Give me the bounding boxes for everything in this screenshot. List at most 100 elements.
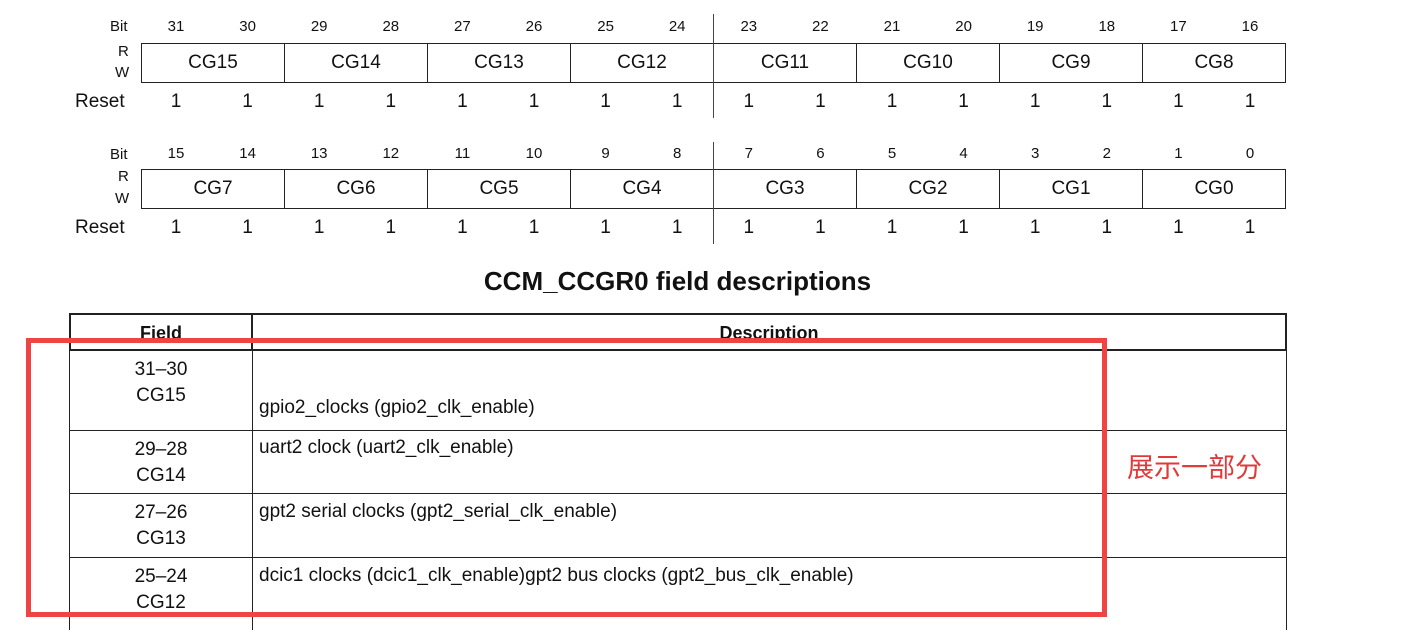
field-cell: 27–26 CG13 — [70, 494, 253, 557]
reset-value: 1 — [815, 217, 826, 238]
description-cell: gpio2_clocks (gpio2_clk_enable) — [253, 351, 1286, 430]
reset-value: 1 — [1029, 91, 1041, 112]
bit-label: Bit — [110, 146, 128, 163]
field-description-table: Field Description 31–30 CG15 gpio2_clock… — [69, 313, 1287, 630]
reset-label: Reset — [75, 91, 125, 112]
field-name: CG12 — [136, 592, 186, 613]
field-cg6: CG6 — [284, 170, 427, 208]
reset-value: 1 — [313, 217, 325, 238]
bit-number: 23 — [740, 18, 758, 35]
table-row: 25–24 CG12 dcic1 clocks (dcic1_clk_enabl… — [69, 558, 1287, 630]
field-cg3: CG3 — [713, 170, 856, 208]
reset-value: 1 — [385, 91, 397, 112]
bit-number: 27 — [454, 18, 471, 35]
bit-number: 6 — [816, 145, 825, 162]
description-cell: uart2 clock (uart2_clk_enable) — [253, 431, 1286, 493]
bit-number: 7 — [744, 145, 753, 162]
bit-number: 31 — [167, 18, 185, 35]
reset-value: 1 — [743, 217, 755, 238]
bit-number: 30 — [239, 18, 256, 35]
table-row: 31–30 CG15 gpio2_clocks (gpio2_clk_enabl… — [69, 351, 1287, 431]
reset-value: 1 — [1244, 91, 1256, 112]
reset-value: 1 — [671, 91, 683, 112]
bit-number: 3 — [1031, 145, 1040, 162]
read-label: R — [118, 43, 129, 60]
field-name: CG15 — [136, 385, 186, 406]
reset-value: 1 — [170, 91, 182, 112]
description-cell: gpt2 serial clocks (gpt2_serial_clk_enab… — [253, 494, 1286, 557]
reset-value: 1 — [1173, 217, 1184, 238]
reset-value: 1 — [1029, 217, 1041, 238]
bit-label: Bit — [110, 18, 128, 35]
field-bits: 31–30 — [134, 359, 188, 380]
field-cell: 25–24 CG12 — [70, 558, 253, 630]
reset-value: 1 — [958, 91, 969, 112]
reset-value: 1 — [528, 217, 540, 238]
reset-value: 1 — [528, 91, 540, 112]
bit-number: 10 — [525, 145, 543, 162]
description-text: dcic1 clocks (dcic1_clk_enable)gpt2 bus … — [259, 565, 854, 586]
field-name: CG14 — [136, 465, 186, 486]
field-cell: 29–28 CG14 — [70, 431, 253, 493]
reset-value: 1 — [671, 217, 683, 238]
bit-number: 19 — [1026, 18, 1044, 35]
write-label: W — [115, 64, 130, 81]
write-label: W — [115, 190, 130, 207]
bit-number: 22 — [812, 18, 829, 35]
field-cg1: CG1 — [999, 170, 1142, 208]
reset-value: 1 — [242, 91, 253, 112]
description-text: uart2 clock (uart2_clk_enable) — [259, 437, 514, 458]
table-row: 27–26 CG13 gpt2 serial clocks (gpt2_seri… — [69, 494, 1287, 558]
reset-value: 1 — [242, 217, 253, 238]
bit-number: 20 — [955, 18, 972, 35]
field-cg10: CG10 — [856, 44, 999, 82]
field-cg12: CG12 — [570, 44, 713, 82]
field-cg13: CG13 — [427, 44, 570, 82]
field-cg15: CG15 — [188, 52, 238, 73]
bit-number: 28 — [382, 18, 400, 35]
field-bits: 29–28 — [134, 439, 188, 460]
reset-value: 1 — [313, 91, 325, 112]
bit-number: 5 — [887, 145, 897, 162]
reset-label: Reset — [75, 217, 125, 238]
bit-number: 2 — [1102, 145, 1111, 162]
field-cell: 31–30 CG15 — [70, 351, 253, 430]
field-cg9: CG9 — [999, 44, 1142, 82]
bit-number: 11 — [454, 145, 471, 162]
reset-value: 1 — [743, 91, 755, 112]
read-label: R — [118, 168, 129, 185]
reset-value: 1 — [457, 217, 468, 238]
bit-number: 15 — [167, 145, 185, 162]
reset-value: 1 — [385, 217, 397, 238]
reset-value: 1 — [886, 217, 898, 238]
reset-value: 1 — [600, 91, 611, 112]
bit-number: 26 — [525, 18, 543, 35]
bit-number: 25 — [597, 18, 614, 35]
field-cg7: CG7 — [193, 178, 233, 199]
bit-number: 8 — [673, 145, 682, 162]
reset-value: 1 — [815, 91, 826, 112]
reset-value: 1 — [886, 91, 898, 112]
description-text: gpt2 serial clocks (gpt2_serial_clk_enab… — [259, 501, 618, 522]
reset-value: 1 — [1101, 217, 1113, 238]
field-cg8: CG8 — [1142, 44, 1285, 82]
bit-number: 16 — [1241, 18, 1259, 35]
annotation-label: 展示一部分 — [1127, 453, 1262, 484]
bit-number: 13 — [310, 145, 328, 162]
bit-number: 9 — [601, 145, 610, 162]
field-cg14: CG14 — [284, 44, 427, 82]
field-cg2: CG2 — [856, 170, 999, 208]
bit-number: 12 — [382, 145, 400, 162]
bit-number: 18 — [1098, 18, 1116, 35]
reset-value: 1 — [457, 91, 468, 112]
bit-number: 24 — [668, 18, 686, 35]
field-name: CG13 — [136, 528, 186, 549]
field-cg5: CG5 — [427, 170, 570, 208]
bit-number: 29 — [310, 18, 328, 35]
bit-number: 0 — [1245, 145, 1255, 162]
reset-value: 1 — [1244, 217, 1256, 238]
reset-value: 1 — [1173, 91, 1184, 112]
table-title: CCM_CCGR0 field descriptions — [483, 266, 872, 296]
field-cg11: CG11 — [713, 44, 856, 82]
bit-number: 1 — [1174, 145, 1183, 162]
